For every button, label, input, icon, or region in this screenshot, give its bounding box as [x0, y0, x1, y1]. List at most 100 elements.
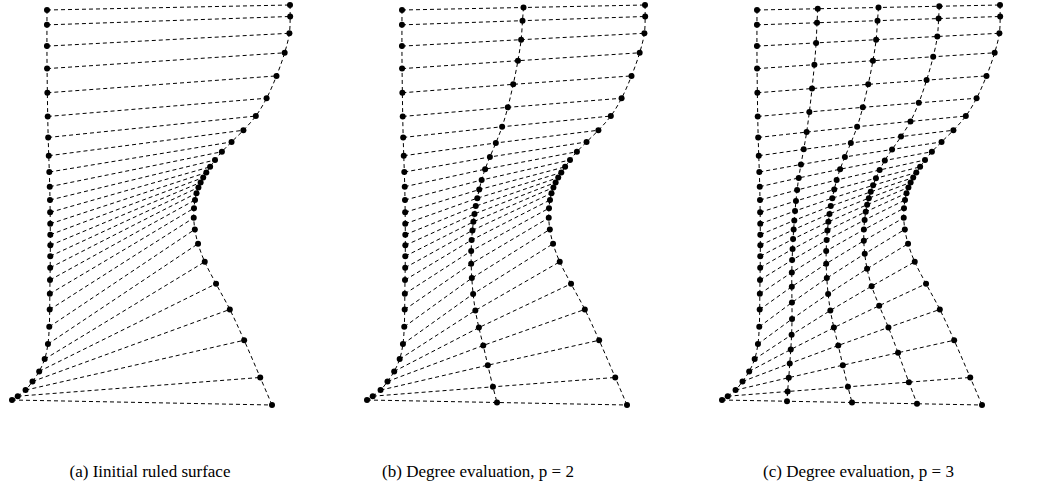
control-point [582, 306, 588, 312]
ruling-line [367, 400, 627, 405]
control-point [469, 227, 475, 233]
control-point [866, 195, 872, 201]
boundary-curve [367, 10, 405, 400]
control-point [840, 362, 846, 368]
control-point [823, 248, 829, 254]
control-point [754, 66, 760, 72]
control-point [400, 134, 406, 140]
control-point [837, 166, 843, 172]
control-point [740, 378, 746, 384]
control-point [798, 161, 804, 167]
ruling-line [50, 182, 200, 245]
control-point [825, 291, 831, 297]
control-point [914, 401, 920, 407]
control-point [791, 227, 797, 233]
control-point [929, 149, 935, 155]
control-point [402, 277, 408, 283]
boundary-curve [787, 9, 818, 402]
control-point [562, 164, 568, 170]
ruling-line [50, 167, 210, 212]
ruling-line [736, 340, 955, 390]
control-point [785, 389, 791, 395]
control-point [401, 324, 407, 330]
control-point [757, 265, 763, 271]
ruling-line [50, 160, 215, 200]
control-point [861, 238, 867, 244]
control-point [401, 169, 407, 175]
surface-panel [9, 2, 293, 408]
ruling-line [12, 400, 272, 405]
ruling-line [760, 160, 925, 200]
ruling-line [49, 229, 195, 326]
control-point [823, 261, 829, 267]
control-point [826, 211, 832, 217]
control-point [794, 187, 800, 193]
control-point [757, 232, 763, 238]
surface-panel [719, 2, 1003, 408]
control-point [861, 227, 867, 233]
ruling-line [760, 218, 904, 310]
ruling-line [47, 53, 285, 69]
control-point [219, 149, 225, 155]
control-point [229, 139, 235, 145]
control-point [558, 170, 564, 176]
control-point [862, 217, 868, 223]
control-point [790, 246, 796, 252]
control-point [754, 22, 760, 28]
control-point [402, 291, 408, 297]
ruling-line [50, 218, 194, 310]
ruling-line [18, 377, 260, 396]
control-point [15, 393, 21, 399]
control-point [479, 177, 485, 183]
ruling-line [760, 193, 906, 268]
control-point [624, 402, 630, 408]
control-point [546, 205, 552, 211]
control-point [568, 281, 574, 287]
control-point [831, 325, 837, 331]
control-point [45, 134, 51, 140]
control-point [47, 291, 53, 297]
boundary-curve [549, 5, 645, 405]
ruling-line [757, 5, 1000, 10]
control-point [401, 153, 407, 159]
ruling-line [404, 229, 550, 326]
control-point [974, 95, 980, 101]
control-point [757, 184, 763, 190]
control-point [642, 13, 648, 19]
control-point [868, 189, 874, 195]
ruling-line [26, 340, 245, 390]
control-point [902, 197, 908, 203]
ruling-line [49, 130, 244, 156]
control-point [397, 356, 403, 362]
control-point [46, 324, 52, 330]
control-point [402, 232, 408, 238]
control-point [792, 208, 798, 214]
boundary-curve [904, 5, 1000, 405]
control-point [47, 242, 53, 248]
ruling-line [757, 76, 986, 93]
control-point [510, 81, 516, 87]
control-point [546, 215, 552, 221]
control-point [549, 190, 555, 196]
control-point [469, 237, 475, 243]
control-point [784, 398, 790, 404]
control-point [505, 104, 511, 110]
control-point [44, 7, 50, 13]
control-point [596, 337, 602, 343]
ruling-line [755, 262, 915, 359]
control-point [241, 337, 247, 343]
control-point [788, 346, 794, 352]
control-point [733, 387, 739, 393]
control-point [824, 227, 830, 233]
control-point [757, 291, 763, 297]
control-point [213, 281, 219, 287]
control-point [192, 226, 198, 232]
ruling-line [47, 5, 290, 10]
control-point [902, 226, 908, 232]
control-point [901, 215, 907, 221]
control-point [791, 217, 797, 223]
ruling-line [749, 284, 926, 372]
ruling-line [48, 116, 256, 137]
control-point [756, 169, 762, 175]
control-point [865, 81, 871, 87]
